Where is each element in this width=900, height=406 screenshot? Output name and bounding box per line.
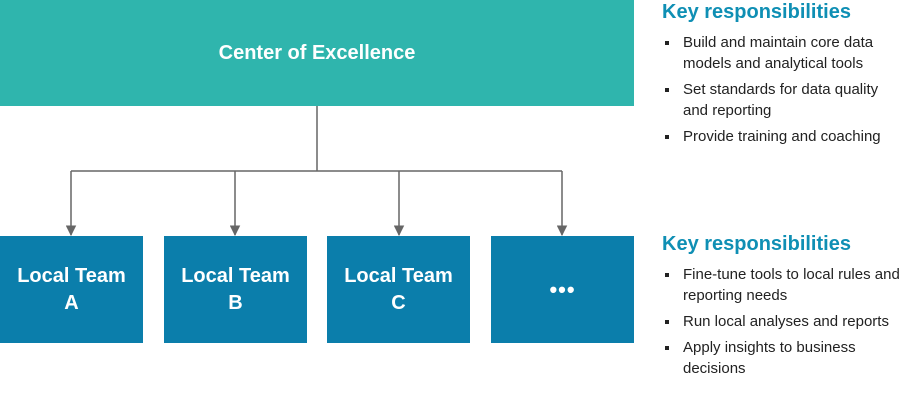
local-responsibilities-panel: Key responsibilities Fine-tune tools to …	[662, 232, 900, 384]
center-of-excellence-title: Center of Excellence	[218, 41, 416, 64]
local-team-c-letter: C	[391, 291, 406, 314]
local-team-b-label: Local Team	[181, 264, 290, 287]
local-responsibilities-list: Fine-tune tools to local rules and repor…	[662, 264, 900, 379]
local-team-a-letter: A	[64, 291, 79, 314]
list-item: Run local analyses and reports	[662, 311, 900, 332]
local-team-a-box: Local Team A	[0, 236, 143, 343]
local-team-c-box: Local Team C	[327, 236, 470, 343]
more-teams-box: •••	[491, 236, 634, 343]
center-of-excellence-box: Center of Excellence	[0, 0, 634, 106]
center-responsibilities-panel: Key responsibilities Build and maintain …	[662, 0, 900, 152]
list-item: Fine-tune tools to local rules and repor…	[662, 264, 900, 306]
connector-lines	[65, 106, 568, 237]
local-team-b-letter: B	[228, 291, 243, 314]
local-responsibilities-heading: Key responsibilities	[662, 233, 851, 255]
local-team-b-box: Local Team B	[164, 236, 307, 343]
center-responsibilities-heading: Key responsibilities	[662, 1, 851, 23]
list-item: Set standards for data quality and repor…	[662, 79, 900, 121]
list-item: Build and maintain core data models and …	[662, 32, 900, 74]
list-item: Provide training and coaching	[662, 126, 900, 147]
local-team-c-label: Local Team	[344, 264, 453, 287]
more-teams-ellipsis: •••	[549, 277, 576, 302]
local-team-a-label: Local Team	[17, 264, 126, 287]
center-responsibilities-list: Build and maintain core data models and …	[662, 32, 900, 147]
list-item: Apply insights to business decisions	[662, 337, 900, 379]
